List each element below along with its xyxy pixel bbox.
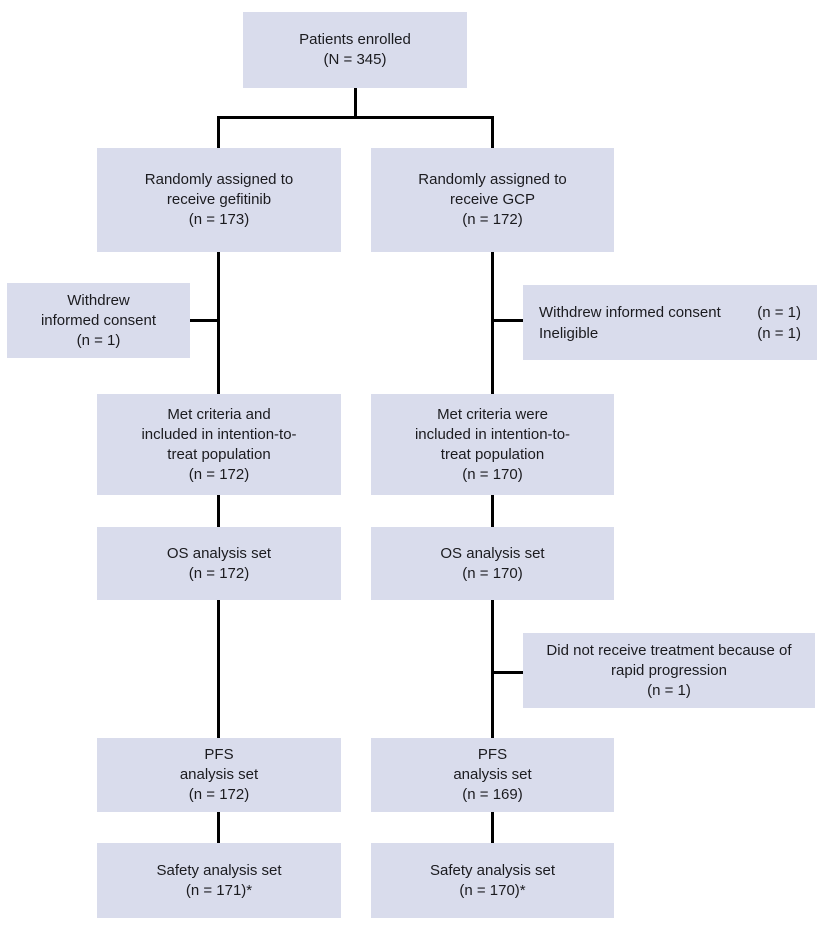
connector-line	[354, 88, 357, 119]
box-text-line: OS analysis set	[440, 544, 545, 562]
box-text-line: included in intention-to-	[141, 425, 297, 443]
connector-line	[491, 252, 494, 394]
connector-line	[217, 252, 220, 394]
connector-line	[493, 319, 524, 322]
connector-line	[491, 812, 494, 843]
box-text-line: Met criteria and	[167, 405, 271, 423]
box-text-line: (n = 171)*	[185, 881, 253, 899]
connector-line	[217, 116, 220, 148]
box-text-line: analysis set	[453, 766, 532, 783]
box-text-line: (N = 345)	[323, 51, 387, 68]
exclusion-label: Withdrew informed consent	[539, 303, 721, 321]
box-text-line: Met criteria were	[437, 405, 548, 423]
connector-line	[217, 812, 220, 843]
box-text-line: PFS	[204, 746, 234, 763]
box-text-line: (n = 1)	[76, 331, 121, 349]
box-text-line: Randomly assigned to	[418, 171, 567, 188]
box-patients-enrolled: Patients enrolled (N = 345)	[243, 12, 467, 88]
box-text-line: (n = 169)	[462, 786, 523, 803]
connector-line	[217, 116, 494, 119]
connector-line	[493, 671, 524, 674]
box-text-line: informed consent	[40, 311, 157, 329]
connector-line	[491, 495, 494, 527]
box-text-line: Did not receive treatment because of	[546, 641, 792, 659]
box-pfs-gefitinib: PFS analysis set (n = 172)	[97, 738, 341, 812]
box-os-gcp: OS analysis set (n = 170)	[371, 527, 614, 600]
box-text-line: Safety analysis set	[156, 861, 282, 879]
connector-line	[491, 600, 494, 738]
box-text-line: (n = 172)	[188, 465, 250, 483]
box-text-line: rapid progression	[611, 661, 727, 679]
box-text-line: Safety analysis set	[429, 861, 556, 879]
connector-line	[217, 600, 220, 738]
box-pfs-gcp: PFS analysis set (n = 169)	[371, 738, 614, 812]
box-text-line: (n = 172)	[188, 786, 250, 803]
box-text-line: (n = 170)	[462, 564, 523, 582]
box-text-line: PFS	[477, 746, 508, 763]
connector-line	[491, 116, 494, 148]
box-text-line: treat population	[167, 445, 271, 463]
box-itt-gefitinib: Met criteria and included in intention-t…	[97, 394, 341, 495]
box-no-treatment-right: Did not receive treatment because of rap…	[523, 633, 815, 708]
box-randomized-gefitinib: Randomly assigned to receive gefitinib (…	[97, 148, 341, 252]
box-text-line: (n = 170)*	[459, 881, 526, 899]
box-text-line: (n = 173)	[188, 211, 250, 228]
box-text-line: (n = 172)	[188, 564, 250, 582]
box-randomized-gcp: Randomly assigned to receive GCP (n = 17…	[371, 148, 614, 252]
exclusion-row: Ineligible (n = 1)	[539, 323, 801, 344]
exclusion-label: Ineligible	[539, 324, 599, 342]
box-text-line: analysis set	[179, 766, 259, 783]
box-itt-gcp: Met criteria were included in intention-…	[371, 394, 614, 495]
box-safety-gcp: Safety analysis set (n = 170)*	[371, 843, 614, 918]
box-text-line: (n = 170)	[462, 465, 523, 483]
box-text-line: included in intention-to-	[414, 425, 571, 443]
exclusion-count: (n = 1)	[757, 324, 801, 342]
box-text-line: (n = 1)	[647, 681, 691, 699]
connector-line	[217, 495, 220, 527]
box-text-line: receive GCP	[449, 191, 536, 208]
box-text-line: OS analysis set	[166, 544, 272, 562]
box-text-line: (n = 172)	[462, 211, 523, 228]
box-safety-gefitinib: Safety analysis set (n = 171)*	[97, 843, 341, 918]
box-exclusions-right: Withdrew informed consent (n = 1) Inelig…	[523, 285, 817, 360]
box-text-line: Withdrew	[67, 291, 130, 309]
box-text-line: Randomly assigned to	[144, 171, 294, 188]
box-text-line: receive gefitinib	[166, 191, 272, 208]
box-text-line: Patients enrolled	[299, 31, 411, 48]
exclusion-count: (n = 1)	[757, 303, 801, 321]
box-withdrew-consent-left: Withdrew informed consent (n = 1)	[7, 283, 190, 358]
connector-line	[189, 319, 220, 322]
box-os-gefitinib: OS analysis set (n = 172)	[97, 527, 341, 600]
exclusion-row: Withdrew informed consent (n = 1)	[539, 302, 801, 323]
box-text-line: treat population	[440, 445, 545, 463]
